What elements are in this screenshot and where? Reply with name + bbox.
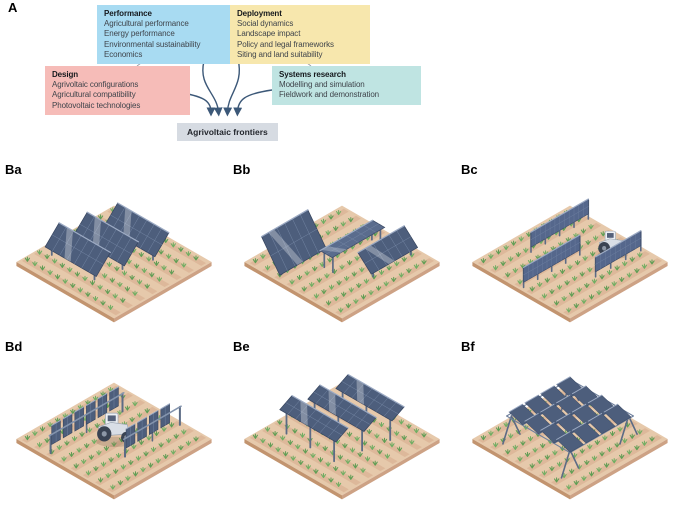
deployment-box-title: Deployment <box>237 9 282 18</box>
systems-research-item: Modelling and simulation <box>279 80 365 90</box>
design-box-title: Design <box>52 70 79 79</box>
panel-b-grid: Ba Bb Bc Bd Be Bf <box>0 156 685 510</box>
systems-research-box: Systems research Modelling and simulatio… <box>272 66 421 105</box>
deployment-item: Social dynamics <box>237 19 294 29</box>
systems-research-item: Fieldwork and demonstration <box>279 90 380 100</box>
design-box: Design Agrivoltaic configurations Agricu… <box>45 66 190 115</box>
performance-item: Energy performance <box>104 29 175 39</box>
elevated-panel-rows-illustration <box>244 373 440 500</box>
systems-research-box-title: Systems research <box>279 70 346 79</box>
panel-bb: Bb <box>228 156 456 332</box>
vertical-panel-fences-illustration <box>472 198 668 323</box>
design-item: Agrivoltaic configurations <box>52 80 139 90</box>
deployment-item: Siting and land suitability <box>237 49 323 59</box>
deployment-box: Deployment Social dynamics Landscape imp… <box>230 5 370 65</box>
design-item: Photovoltaic technologies <box>52 100 141 110</box>
performance-item: Economics <box>104 49 143 59</box>
tilted-panel-rows-illustration <box>16 202 212 323</box>
vertical-tracker-rows-illustration <box>16 382 212 500</box>
panel-bd: Bd <box>0 333 228 509</box>
panel-bd-label: Bd <box>5 339 23 354</box>
panel-ba: Ba <box>0 156 228 332</box>
panel-a: A Performance Agricultural performance E… <box>0 0 440 156</box>
panel-bc: Bc <box>456 156 685 332</box>
performance-item: Environmental sustainability <box>104 39 201 49</box>
panel-be-label: Be <box>233 339 250 354</box>
elevated-panel-grid-illustration <box>472 376 668 500</box>
panel-bf-label: Bf <box>461 339 475 354</box>
performance-item: Agricultural performance <box>104 19 189 29</box>
panel-ba-label: Ba <box>5 162 22 177</box>
deployment-item: Landscape impact <box>237 29 301 39</box>
panel-bf: Bf <box>456 333 685 509</box>
panel-bc-label: Bc <box>461 162 478 177</box>
performance-box: Performance Agricultural performance Ene… <box>97 5 238 65</box>
design-item: Agricultural compatibility <box>52 90 136 100</box>
panel-a-label: A <box>8 0 18 15</box>
panel-bb-label: Bb <box>233 162 251 177</box>
deployment-item: Policy and legal frameworks <box>237 39 334 49</box>
performance-box-title: Performance <box>104 9 152 18</box>
mixed-tilt-panels-illustration <box>244 205 440 323</box>
agrivoltaic-frontiers-box: Agrivoltaic frontiers <box>177 123 278 141</box>
panel-be: Be <box>228 333 456 509</box>
